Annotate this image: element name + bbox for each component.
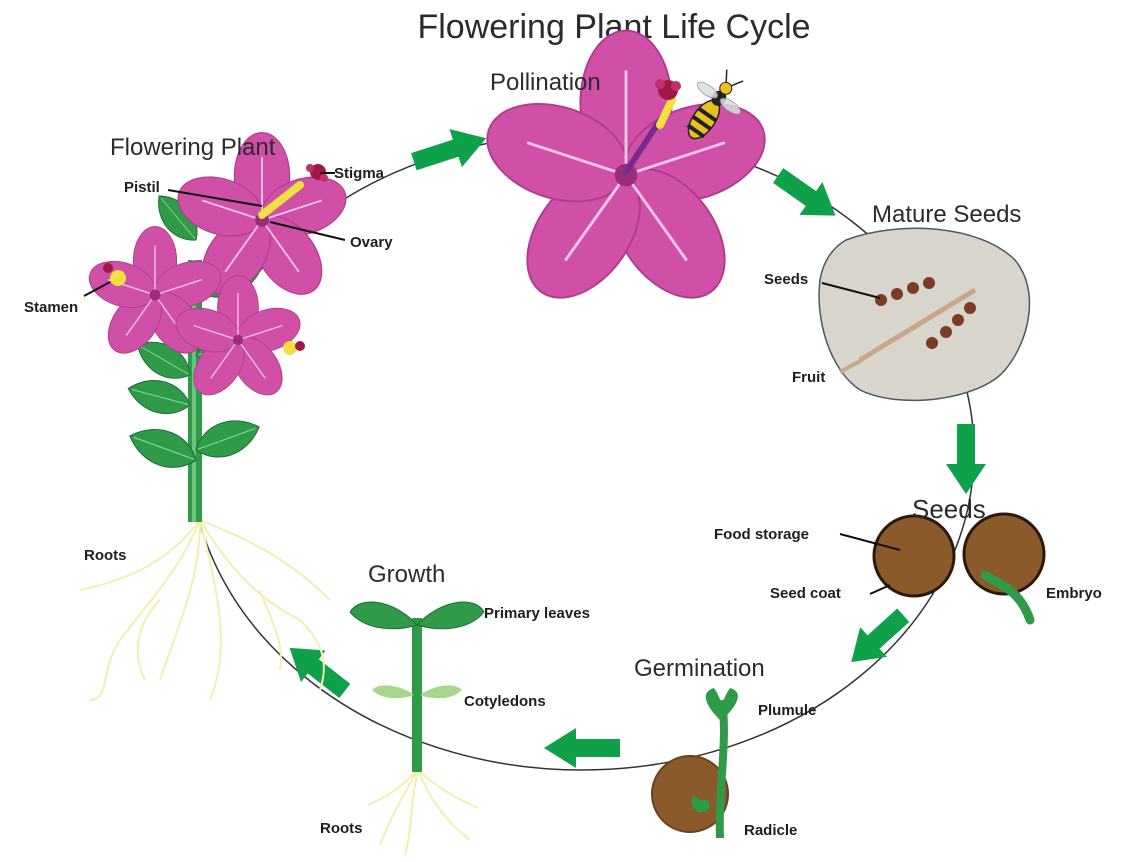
label-cotyledons: Cotyledons [464,693,546,710]
label-ovary: Ovary [350,234,393,251]
seeds-illustration [874,514,1044,620]
cycle-arrow-3 [946,424,986,494]
stage-label-growth: Growth [368,561,445,588]
label-stamen: Stamen [24,299,78,316]
stage-label-mature-seeds: Mature Seeds [872,201,1021,228]
growth-illustration [350,602,484,855]
label-radicle: Radicle [744,822,797,839]
stage-label-flowering-plant: Flowering Plant [110,134,276,161]
label-embryo: Embryo [1046,585,1102,602]
cycle-arrow-2 [767,159,847,232]
label-roots-seedling: Roots [320,820,363,837]
label-fruit: Fruit [792,369,825,386]
label-stigma: Stigma [334,165,385,182]
label-seed-coat: Seed coat [770,585,841,602]
label-seeds-in-fruit: Seeds [764,271,808,288]
label-plumule: Plumule [758,702,816,719]
label-roots-plant: Roots [84,547,127,564]
label-pistil: Pistil [124,179,160,196]
mature-seeds-illustration [819,228,1029,400]
stage-label-pollination: Pollination [490,69,601,96]
stage-label-germination: Germination [634,655,765,682]
flowering-plant-illustration [80,133,354,700]
label-food-storage: Food storage [714,526,809,543]
cycle-arrow-5 [544,728,620,768]
label-primary-leaves: Primary leaves [484,605,590,622]
cycle-arrow-1 [408,119,493,181]
cycle-arrow-4 [838,600,917,677]
stage-label-seeds: Seeds [912,494,986,524]
